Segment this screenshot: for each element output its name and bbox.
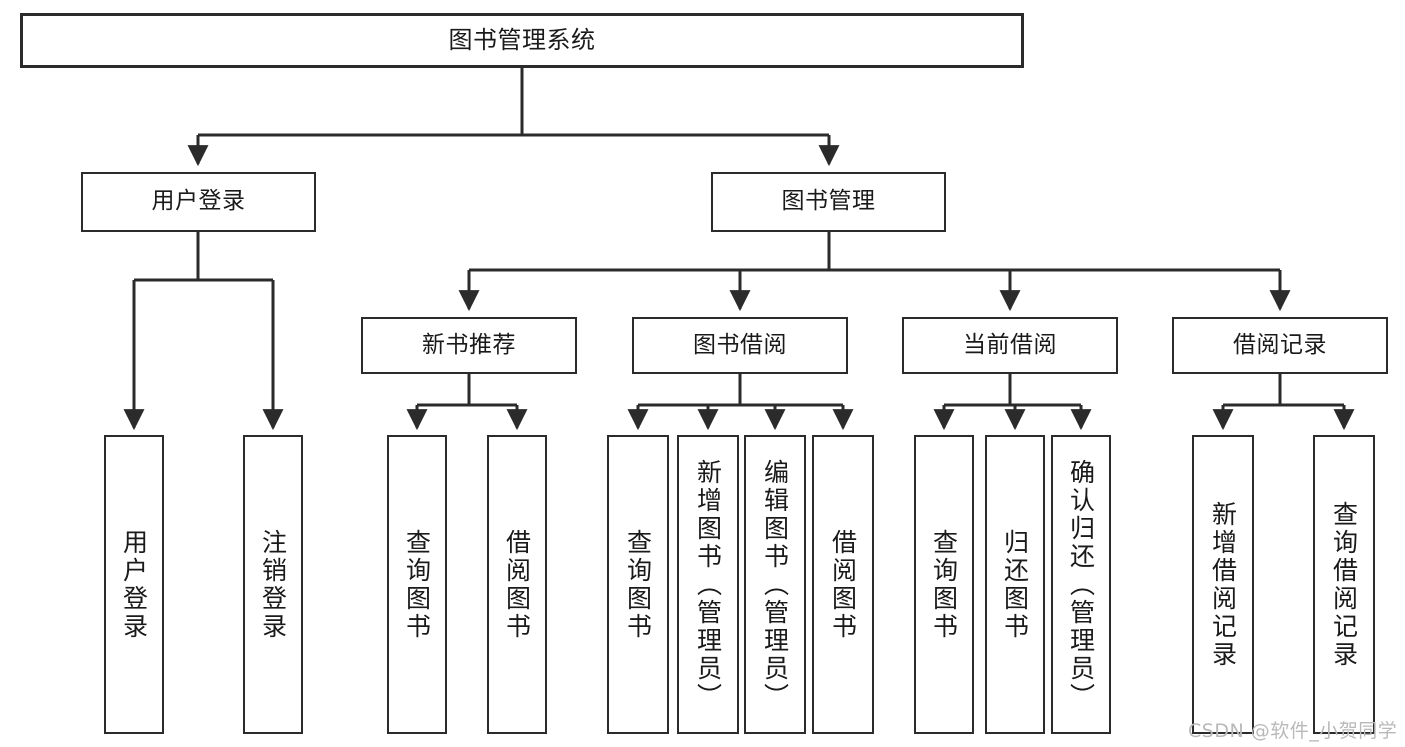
node-root[interactable]: 图书管理系统	[20, 13, 1024, 68]
node-user-login[interactable]: 用户登录	[81, 172, 316, 232]
node-leaf-logout[interactable]: 注销登录	[243, 435, 303, 734]
node-leaf-add-book-admin[interactable]: 新增图书（管理员）	[677, 435, 739, 734]
csdn-watermark: CSDN @软件_小贺同学	[1188, 720, 1398, 742]
node-leaf-user-login[interactable]: 用户登录	[104, 435, 164, 734]
node-current-borrow[interactable]: 当前借阅	[902, 317, 1118, 374]
node-borrow-record[interactable]: 借阅记录	[1172, 317, 1388, 374]
node-leaf-return-book[interactable]: 归还图书	[985, 435, 1045, 734]
node-leaf-query-borrow-record-label: 查询借阅记录	[1329, 500, 1359, 669]
node-leaf-query-book-bb-label: 查询图书	[623, 528, 653, 641]
node-leaf-return-book-label: 归还图书	[1000, 528, 1030, 641]
node-leaf-edit-book-admin-label: 编辑图书（管理员）	[760, 458, 790, 711]
node-new-book-recommend[interactable]: 新书推荐	[361, 317, 577, 374]
node-leaf-borrow-book-rec-label: 借阅图书	[502, 528, 532, 641]
node-leaf-add-borrow-record[interactable]: 新增借阅记录	[1192, 435, 1254, 734]
node-current-borrow-label: 当前借阅	[963, 331, 1057, 358]
node-leaf-query-book-bb[interactable]: 查询图书	[607, 435, 669, 734]
node-book-borrow-label: 图书借阅	[693, 331, 787, 358]
node-leaf-query-book-cb[interactable]: 查询图书	[914, 435, 974, 734]
node-book-borrow[interactable]: 图书借阅	[632, 317, 848, 374]
node-leaf-logout-label: 注销登录	[258, 528, 288, 641]
node-book-management[interactable]: 图书管理	[711, 172, 946, 232]
node-leaf-edit-book-admin[interactable]: 编辑图书（管理员）	[744, 435, 806, 734]
node-leaf-borrow-book-bb-label: 借阅图书	[828, 528, 858, 641]
node-root-label: 图书管理系统	[448, 26, 596, 55]
node-leaf-borrow-book-bb[interactable]: 借阅图书	[812, 435, 874, 734]
node-leaf-query-book-rec-label: 查询图书	[402, 528, 432, 641]
node-book-management-label: 图书管理	[781, 188, 876, 215]
node-leaf-add-borrow-record-label: 新增借阅记录	[1208, 500, 1238, 669]
node-leaf-confirm-return-admin[interactable]: 确认归还（管理员）	[1051, 435, 1111, 734]
node-leaf-confirm-return-admin-label: 确认归还（管理员）	[1066, 458, 1096, 711]
node-leaf-borrow-book-rec[interactable]: 借阅图书	[487, 435, 547, 734]
node-user-login-label: 用户登录	[151, 188, 246, 215]
node-leaf-user-login-label: 用户登录	[119, 528, 149, 641]
node-new-book-recommend-label: 新书推荐	[422, 331, 516, 358]
node-leaf-query-book-cb-label: 查询图书	[929, 528, 959, 641]
node-borrow-record-label: 借阅记录	[1233, 331, 1327, 358]
node-leaf-query-borrow-record[interactable]: 查询借阅记录	[1313, 435, 1375, 734]
node-leaf-add-book-admin-label: 新增图书（管理员）	[693, 458, 723, 711]
node-leaf-query-book-rec[interactable]: 查询图书	[387, 435, 447, 734]
